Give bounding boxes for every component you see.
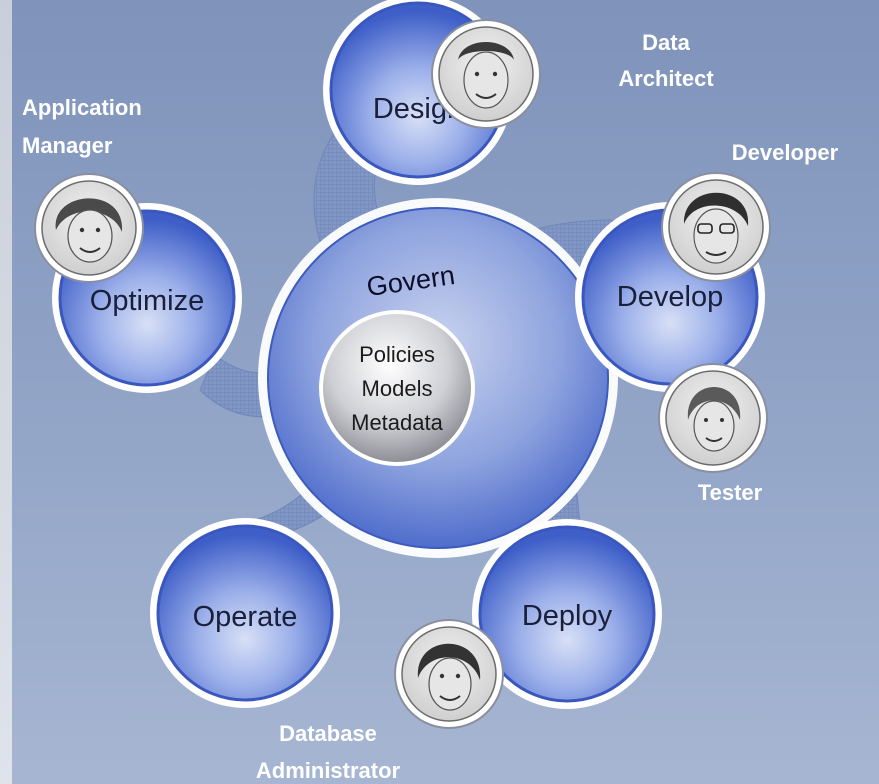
stage-label-operate: Operate: [193, 601, 298, 633]
stage-label-optimize: Optimize: [90, 285, 204, 317]
stage-operate: Operate: [150, 518, 340, 708]
left-edge-bar: [0, 0, 12, 784]
role-label-tester: Tester: [698, 480, 763, 505]
stage-deploy: Deploy: [472, 519, 662, 709]
stage-label-develop: Develop: [617, 281, 723, 313]
avatar-developer: [661, 172, 771, 282]
role-label-database-administrator-1: Database: [279, 721, 377, 746]
avatar-tester: [658, 363, 768, 473]
role-label-data-architect-1: Data: [642, 30, 690, 55]
core-line-models: Models: [362, 376, 433, 401]
role-label-application-manager-2: Manager: [22, 133, 113, 158]
core-line-policies: Policies: [359, 342, 435, 367]
govern-ring: Govern Policies Models Metadata: [258, 198, 618, 558]
core-circle: [319, 310, 475, 466]
core-line-metadata: Metadata: [351, 410, 443, 435]
role-labels: Data Architect Application Manager Devel…: [22, 30, 839, 783]
stage-label-deploy: Deploy: [522, 600, 613, 632]
avatar-database-administrator: [394, 619, 504, 729]
role-label-developer: Developer: [732, 140, 839, 165]
avatar-application-manager: [34, 173, 144, 283]
avatar-data-architect: [431, 19, 541, 129]
role-label-data-architect-2: Architect: [618, 66, 714, 91]
role-label-application-manager-1: Application: [22, 95, 142, 120]
role-label-database-administrator-2: Administrator: [256, 758, 401, 783]
